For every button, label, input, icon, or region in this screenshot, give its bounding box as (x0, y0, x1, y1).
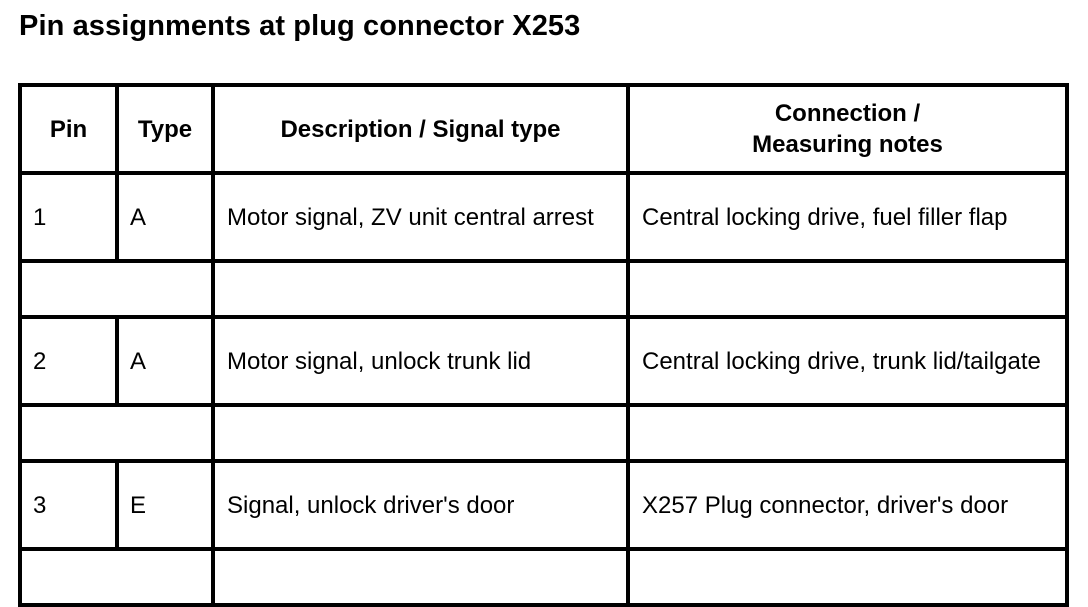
connection-cell: Central locking drive, trunk lid/tailgat… (626, 315, 1069, 407)
type-cell: E (115, 459, 215, 551)
description-cell: Motor signal, ZV unit central arrest (211, 171, 630, 263)
spacer-cell (626, 403, 1069, 463)
pin-cell: 1 (18, 171, 119, 263)
table-row: 3 E Signal, unlock driver's door X257 Pl… (18, 459, 1069, 551)
spacer-cell (626, 259, 1069, 319)
spacer-cell (18, 259, 215, 319)
header-connection-line2: Measuring notes (752, 131, 943, 158)
spacer-cell (211, 403, 630, 463)
page-title: Pin assignments at plug connector X253 (19, 10, 581, 42)
header-connection-line1: Connection / (774, 100, 921, 127)
spacer-cell (211, 547, 630, 607)
pin-cell: 2 (18, 315, 119, 407)
pin-assignment-table: Pin Type Description / Signal type Conne… (18, 83, 1069, 607)
type-cell: A (115, 315, 215, 407)
pin-cell: 3 (18, 459, 119, 551)
table-spacer-row (18, 403, 1069, 463)
type-cell: A (115, 171, 215, 263)
spacer-cell (18, 547, 215, 607)
table-row: 2 A Motor signal, unlock trunk lid Centr… (18, 315, 1069, 407)
table-spacer-row (18, 259, 1069, 319)
spacer-cell (18, 403, 215, 463)
description-cell: Motor signal, unlock trunk lid (211, 315, 630, 407)
header-pin: Pin (18, 83, 119, 175)
spacer-cell (626, 547, 1069, 607)
table-header-row: Pin Type Description / Signal type Conne… (18, 83, 1069, 175)
table-row: 1 A Motor signal, ZV unit central arrest… (18, 171, 1069, 263)
header-connection: Connection / Measuring notes (626, 83, 1069, 175)
description-cell: Signal, unlock driver's door (211, 459, 630, 551)
connection-cell: Central locking drive, fuel filler flap (626, 171, 1069, 263)
connection-cell: X257 Plug connector, driver's door (626, 459, 1069, 551)
header-type: Type (115, 83, 215, 175)
spacer-cell (211, 259, 630, 319)
pin-assignment-table-container: Pin Type Description / Signal type Conne… (18, 83, 1069, 607)
header-description: Description / Signal type (211, 83, 630, 175)
table-spacer-row (18, 547, 1069, 607)
